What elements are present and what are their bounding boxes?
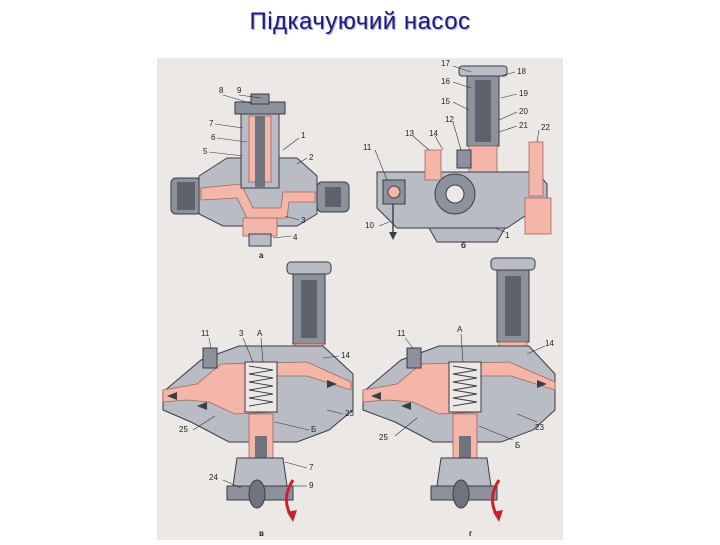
callout-a-7: 7	[209, 119, 214, 128]
callout-b-18: 18	[517, 67, 526, 76]
callout-b-22: 22	[541, 123, 550, 132]
panel-b-drawing: 17 16 15 18 19 20 21 22 12 13 14 11 10 1…	[363, 59, 552, 250]
panel-a-label: а	[259, 251, 264, 260]
callout-d-25: 25	[379, 433, 388, 442]
callout-c-7: 7	[309, 463, 314, 472]
callout-b-17: 17	[441, 59, 450, 68]
pump-illustration: 8 9 7 6 5 1 2 3 4 а	[157, 58, 563, 540]
panel-d-drawing: 11 А 14 23 25 Б г	[362, 257, 556, 538]
callout-d-B: Б	[515, 441, 520, 450]
callout-c-11: 11	[201, 329, 210, 338]
callout-d-23: 23	[535, 423, 544, 432]
callout-b-19: 19	[519, 89, 528, 98]
callout-c-B: Б	[311, 425, 316, 434]
callout-a-6: 6	[211, 133, 216, 142]
callout-c-3: 3	[239, 329, 244, 338]
panel-b-label: б	[461, 241, 466, 250]
callout-a-1: 1	[301, 131, 306, 140]
callout-c-24: 24	[209, 473, 218, 482]
panel-d-label: г	[469, 529, 473, 538]
callout-a-5: 5	[203, 147, 208, 156]
callout-b-15: 15	[441, 97, 450, 106]
callout-a-4: 4	[293, 233, 298, 242]
callout-d-A: А	[457, 325, 463, 334]
callout-b-12: 12	[445, 115, 454, 124]
callout-c-14: 14	[341, 351, 350, 360]
callout-d-11: 11	[397, 329, 406, 338]
callout-b-10: 10	[365, 221, 374, 230]
callout-c-9: 9	[309, 481, 314, 490]
callout-b-13: 13	[405, 129, 414, 138]
panel-a-drawing: 8 9 7 6 5 1 2 3 4 а	[170, 86, 350, 260]
callout-a-2: 2	[309, 153, 314, 162]
callout-b-16: 16	[441, 77, 450, 86]
callout-c-25: 25	[179, 425, 188, 434]
callout-a-8: 8	[219, 86, 224, 95]
slide-title: Підкачуючий насос	[249, 8, 471, 35]
callout-d-14: 14	[545, 339, 554, 348]
callout-b-11: 11	[363, 143, 372, 152]
callout-b-14: 14	[429, 129, 438, 138]
callout-a-3: 3	[301, 216, 306, 225]
callout-b-20: 20	[519, 107, 528, 116]
callout-a-9: 9	[237, 86, 242, 95]
panel-c-label: в	[259, 529, 264, 538]
callout-c-23: 23	[345, 409, 354, 418]
callout-c-A: А	[257, 329, 263, 338]
panel-c-drawing: 11 3 А 14 23 25 Б 24 7 9 в	[162, 261, 354, 538]
callout-b-1: 1	[505, 231, 510, 240]
callout-b-21: 21	[519, 121, 528, 130]
